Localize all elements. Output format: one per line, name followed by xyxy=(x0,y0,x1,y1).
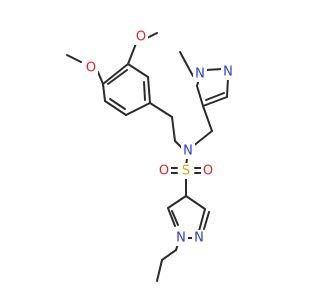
label-mask xyxy=(201,163,215,179)
atom-oxygen-sulfonyl-right: O xyxy=(203,164,213,179)
atom-nitrogen-sulfonamide: N xyxy=(183,144,193,159)
bond xyxy=(191,130,213,148)
bond xyxy=(149,102,173,118)
label-mask xyxy=(174,230,188,246)
label-mask xyxy=(181,143,195,159)
atom-nitrogen-pyrazole-top: N xyxy=(223,65,233,80)
atom-sulfur: S xyxy=(182,164,190,179)
bond xyxy=(196,85,204,107)
label-mask xyxy=(134,29,148,45)
bond xyxy=(202,96,228,107)
bond xyxy=(198,208,206,232)
bond xyxy=(143,81,146,101)
bond xyxy=(203,211,210,230)
bond xyxy=(104,100,127,116)
label-mask xyxy=(221,64,235,80)
bond xyxy=(147,76,151,104)
label-mask xyxy=(157,163,171,179)
bond xyxy=(156,259,163,282)
atom-oxygen-methoxy-left: O xyxy=(86,61,96,76)
label-mask xyxy=(179,163,193,179)
bond xyxy=(171,116,176,142)
bond xyxy=(179,51,194,77)
bond xyxy=(167,195,187,209)
bond xyxy=(171,210,179,226)
atom-nitrogen-pyrazole-methyl: N xyxy=(195,67,205,82)
atom-nitrogen-pyrazole-ethyl: N xyxy=(176,231,186,246)
molecule-diagram: O O N N N S O O N N xyxy=(66,29,235,282)
bond xyxy=(202,105,213,132)
atom-labels: O O N N N S O O N N xyxy=(84,29,235,246)
bond xyxy=(146,32,158,39)
bond xyxy=(66,54,82,63)
bond xyxy=(97,71,104,85)
bond xyxy=(205,68,223,71)
bond xyxy=(127,63,149,78)
label-mask xyxy=(193,66,207,82)
atom-oxygen-sulfonyl-left: O xyxy=(159,164,169,179)
atom-nitrogen-pyrazole-bottom: N xyxy=(194,231,204,246)
atom-oxygen-methoxy-top: O xyxy=(136,30,146,45)
bond xyxy=(226,77,229,98)
bond xyxy=(109,98,126,110)
bond xyxy=(102,83,106,102)
bonds xyxy=(66,32,229,282)
bond xyxy=(125,102,151,116)
bond xyxy=(161,249,177,261)
label-mask xyxy=(84,60,98,76)
bond xyxy=(107,69,128,85)
bond xyxy=(102,63,129,85)
bond xyxy=(185,195,206,210)
structure-canvas: O O N N N S O O N N xyxy=(66,29,235,282)
label-mask xyxy=(192,230,206,246)
bond xyxy=(167,207,176,227)
bond xyxy=(205,92,225,101)
